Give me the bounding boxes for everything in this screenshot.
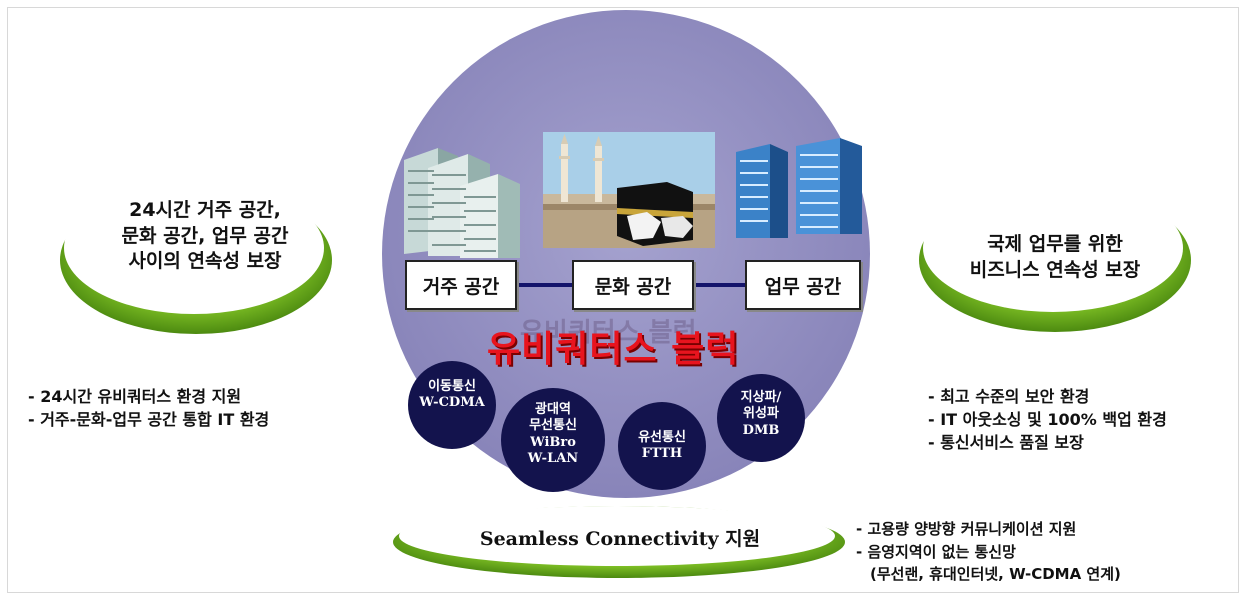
right-list: - 최고 수준의 보안 환경 - IT 아웃소싱 및 100% 백업 환경 - … — [928, 385, 1167, 455]
residential-building-icon — [404, 148, 520, 258]
space-label-residential: 거주 공간 — [405, 260, 517, 310]
bottom-list: - 고용량 양방향 커뮤니케이션 지원 - 음영지역이 없는 통신망 (무선랜,… — [856, 518, 1121, 586]
network-text-mobile: 이동통신 W-CDMA — [419, 379, 485, 411]
right-list-item: - 최고 수준의 보안 환경 — [928, 387, 1090, 406]
right-bubble-text: 국제 업무를 위한 비즈니스 연속성 보장 — [935, 232, 1175, 283]
left-bubble-text: 24시간 거주 공간, 문화 공간, 업무 공간 사이의 연속성 보장 — [85, 198, 325, 275]
bottom-list-item: - 음영지역이 없는 통신망 — [856, 542, 1016, 561]
space-label-business: 업무 공간 — [745, 260, 861, 310]
space-connector-lines — [510, 283, 748, 287]
network-circle-dmb — [717, 374, 805, 462]
center-title: 유비쿼터스 블럭 — [487, 329, 740, 370]
space-label-culture: 문화 공간 — [572, 260, 694, 310]
network-circle-mobile — [408, 361, 496, 449]
right-ellipse-bubble — [919, 184, 1191, 332]
left-ellipse-bubble — [60, 182, 332, 334]
left-bubble-line: 24시간 거주 공간, — [129, 199, 281, 221]
diagram-frame — [7, 7, 1239, 593]
bottom-list-item: (무선랜, 휴대인터넷, W-CDMA 연계) — [870, 565, 1121, 583]
bottom-bubble-label: Seamless Connectivity 지원 — [479, 528, 761, 550]
left-list: - 24시간 유비쿼터스 환경 지원 - 거주-문화-업무 공간 통합 IT 환… — [28, 385, 269, 431]
center-title-shadow: 유비쿼터스 블럭 — [520, 318, 697, 348]
network-text-wireless: 광대역 무선통신 WiBro W-LAN — [527, 402, 579, 466]
left-list-item: - 거주-문화-업무 공간 통합 IT 환경 — [28, 410, 270, 430]
right-list-item: - 통신서비스 품질 보장 — [928, 433, 1084, 453]
left-bubble-line: 사이의 연속성 보장 — [128, 250, 282, 273]
network-circle-wired — [618, 402, 706, 490]
bottom-list-item: - 고용량 양방향 커뮤니케이션 지원 — [856, 520, 1077, 538]
right-bubble-line: 비즈니스 연속성 보장 — [969, 258, 1141, 281]
right-bubble-line: 국제 업무를 위한 — [987, 233, 1123, 255]
right-list-item: - IT 아웃소싱 및 100% 백업 환경 — [928, 410, 1167, 430]
office-building-icon — [736, 138, 862, 238]
bottom-ellipse-bubble — [393, 506, 845, 578]
network-circles — [408, 361, 805, 492]
cultural-site-illustration — [543, 132, 715, 248]
left-bubble-line: 문화 공간, 업무 공간 — [121, 224, 289, 247]
left-list-item: - 24시간 유비쿼터스 환경 지원 — [28, 387, 242, 406]
network-text-wired: 유선통신 FTTH — [638, 430, 686, 462]
network-circle-wireless — [501, 388, 605, 492]
network-text-dmb: 지상파/ 위성파 DMB — [740, 390, 782, 438]
